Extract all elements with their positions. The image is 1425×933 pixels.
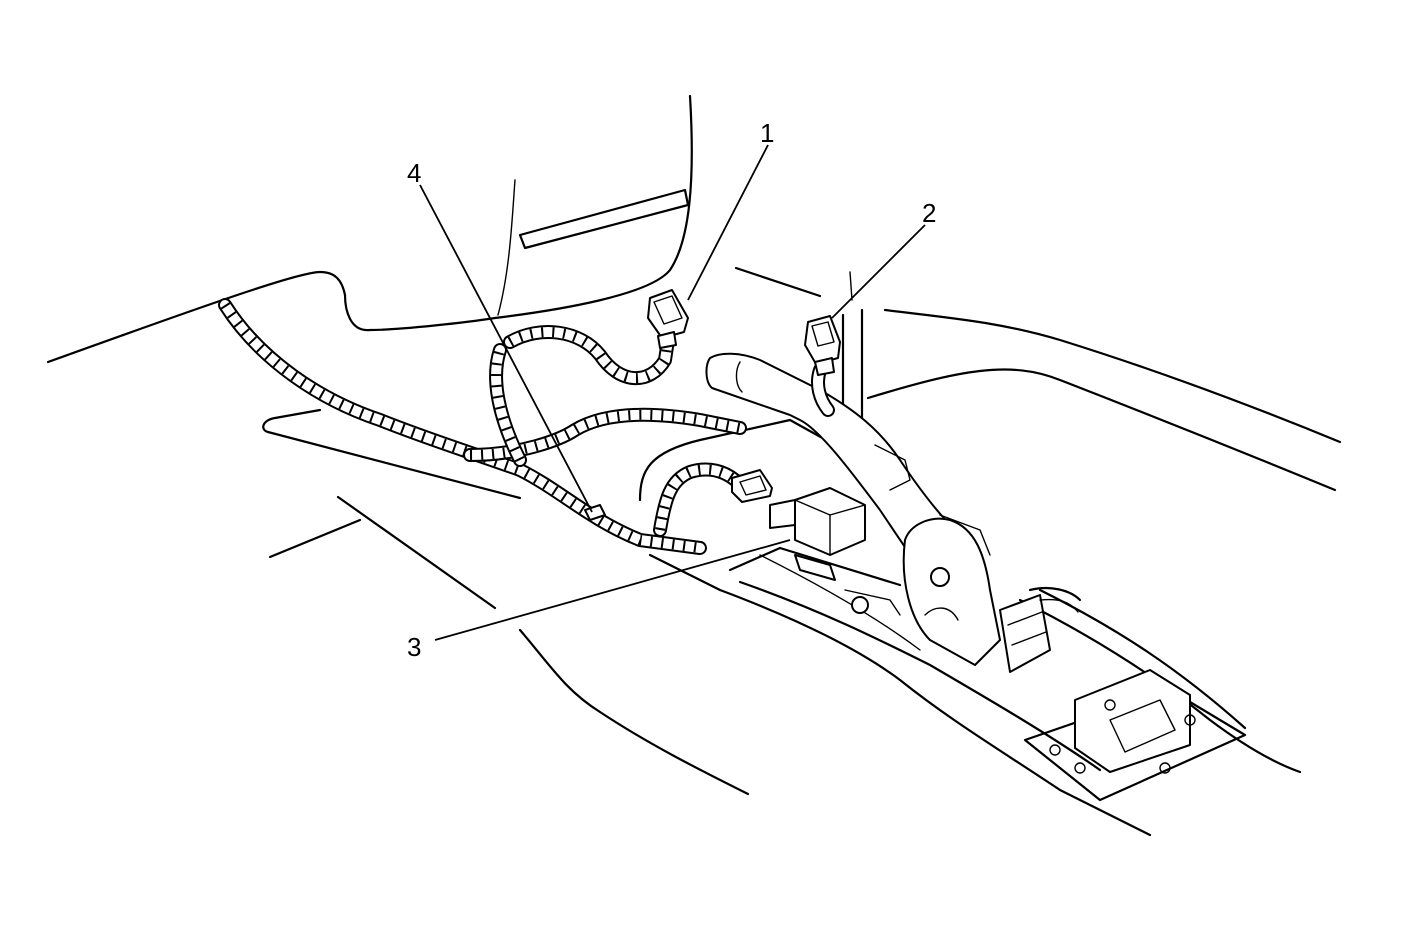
leader-lines bbox=[419, 144, 926, 641]
connector-1 bbox=[647, 289, 689, 349]
leader-2 bbox=[831, 224, 926, 319]
callout-labels: 1 2 3 4 bbox=[407, 118, 936, 662]
seat-side-panel bbox=[46, 94, 693, 364]
leader-3 bbox=[434, 539, 791, 641]
parking-brake-lever bbox=[705, 352, 1082, 673]
connector-3 bbox=[731, 469, 773, 503]
callout-1: 1 bbox=[760, 118, 774, 148]
connector-2 bbox=[804, 315, 841, 376]
console-tunnel bbox=[638, 418, 1302, 837]
control-module bbox=[769, 487, 901, 616]
wiring-harness bbox=[218, 298, 835, 555]
leader-4 bbox=[419, 184, 593, 513]
floor-outline-left bbox=[262, 408, 750, 796]
body-panel-right bbox=[734, 266, 1342, 492]
callout-2: 2 bbox=[922, 198, 936, 228]
leader-1 bbox=[687, 144, 769, 301]
callout-4: 4 bbox=[407, 158, 421, 188]
callout-3: 3 bbox=[407, 632, 421, 662]
